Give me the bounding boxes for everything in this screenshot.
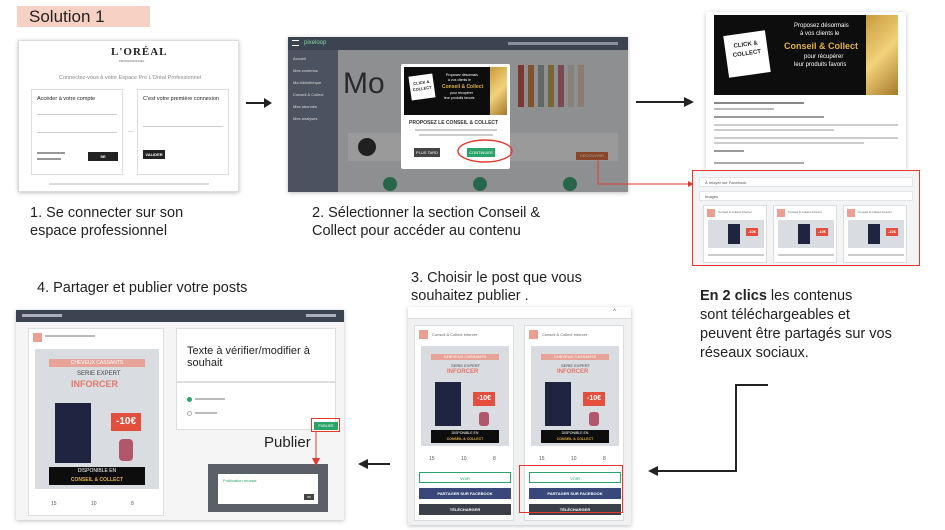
- view-button[interactable]: VOIR: [529, 472, 621, 483]
- post-card[interactable]: Conseil & Collect Inforcer CHEVEUX CASSA…: [524, 325, 624, 521]
- footer-text: [49, 183, 209, 185]
- login-title: Accéder à votre compte: [37, 96, 96, 102]
- post-avatar: [419, 330, 428, 339]
- download-card[interactable]: Conseil & Collect Inforcer -10€: [703, 205, 767, 263]
- welcome-text: Connectez-vous à votre Espace Pro L'Oréa…: [59, 75, 201, 81]
- caption-text: Texte à vérifier/modifier à souhait: [187, 345, 310, 369]
- register-link[interactable]: [37, 158, 61, 160]
- topbar: [16, 310, 344, 322]
- loreal-logo: L'ORÉAL: [111, 46, 168, 58]
- sidebar-item[interactable]: Ma bibliothèque: [293, 80, 322, 85]
- click-collect-sticker: CLICK & COLLECT: [723, 30, 771, 78]
- first-title: C'est votre première connexion: [143, 96, 219, 102]
- ok-button[interactable]: OK: [304, 494, 314, 500]
- caption-step2: 2. Sélectionner la section Conseil & Col…: [312, 205, 541, 239]
- sidebar-item[interactable]: Accueil: [293, 56, 306, 61]
- code-field[interactable]: [143, 120, 223, 127]
- login-screenshot: L'ORÉAL PROFESSIONNEL Connectez-vous à v…: [18, 40, 239, 192]
- app-logo: pixeloop: [304, 40, 327, 46]
- menu-icon[interactable]: [292, 40, 299, 46]
- sidebar-item[interactable]: Mes contenus: [293, 68, 318, 73]
- highlight-box: [519, 465, 623, 513]
- publish-options: [176, 382, 336, 430]
- highlight-box: [311, 418, 340, 432]
- publier-label: Publier: [264, 434, 311, 451]
- red-connector: [597, 160, 694, 187]
- two-clicks-text: En 2 clics les contenus sont téléchargea…: [700, 288, 892, 361]
- sidebar: Accueil Mes contenus Ma bibliothèque Con…: [288, 50, 338, 192]
- continue-button[interactable]: CONTINUER: [467, 148, 495, 157]
- caption-step4: 4. Partager et publier votre posts: [37, 280, 248, 296]
- validate-button[interactable]: VALIDER: [143, 150, 165, 159]
- later-button[interactable]: PLUS TARD: [414, 148, 440, 157]
- images-section-header[interactable]: Images: [699, 191, 913, 201]
- caption-step1: 1. Se connecter sur son espace professio…: [30, 205, 184, 239]
- post-avatar: [529, 330, 538, 339]
- article-screenshot: CLICK & COLLECT Proposez désormais à vos…: [706, 12, 906, 170]
- success-overlay: Publication réussie OK: [208, 464, 328, 512]
- facebook-section-header[interactable]: À relayer sur Facebook: [699, 177, 913, 187]
- click-collect-sticker: CLICK & COLLECT: [408, 73, 436, 101]
- elbow-arrow-icon: [648, 384, 768, 476]
- download-button[interactable]: TÉLÉCHARGER: [419, 504, 511, 515]
- sidebar-item[interactable]: Mes abonnés: [293, 104, 318, 109]
- download-card[interactable]: Conseil & Collect Inforcer -10€: [843, 205, 907, 263]
- highlight-ellipse: [457, 139, 513, 163]
- share-facebook-button[interactable]: PARTAGER SUR FACEBOOK: [419, 488, 511, 499]
- red-arrow-down-icon: [312, 432, 320, 466]
- caption-step3: 3. Choisir le post que vous souhaitez pu…: [411, 270, 582, 304]
- choose-post-screenshot: ^ Conseil & Collect Inforcer CHEVEUX CAS…: [408, 307, 631, 525]
- forgot-link[interactable]: [37, 152, 65, 154]
- login-button[interactable]: SE CONNECTER: [88, 152, 118, 168]
- arrow-right-icon: [636, 97, 694, 107]
- publish-screenshot: CHEVEUX CASSANTS SERIE EXPERT INFORCER -…: [16, 310, 344, 520]
- radio-option[interactable]: [187, 397, 192, 402]
- login-panel: Accéder à votre compte SE CONNECTER: [31, 89, 123, 175]
- post-card[interactable]: Conseil & Collect Inforcer CHEVEUX CASSA…: [414, 325, 514, 521]
- conseil-collect-modal: CLICK & COLLECT Proposez désormais à vos…: [401, 64, 510, 169]
- downloads-panel: À relayer sur Facebook Images Conseil & …: [692, 170, 920, 266]
- share-facebook-button[interactable]: PARTAGER SUR FACEBOOK: [529, 488, 621, 499]
- view-button[interactable]: VOIR: [419, 472, 511, 483]
- chevron-up-icon[interactable]: ^: [613, 309, 616, 315]
- discover-button[interactable]: DECOUVRIR: [576, 152, 608, 160]
- article-promo-banner: CLICK & COLLECT Proposez désormais à vos…: [714, 15, 898, 95]
- download-button[interactable]: TÉLÉCHARGER: [529, 504, 621, 515]
- page-title-badge: Solution 1: [17, 6, 150, 27]
- arrow-left-icon: [358, 459, 390, 469]
- page-title: Solution 1: [29, 7, 105, 26]
- success-dialog: Publication réussie OK: [218, 474, 318, 504]
- radio-option[interactable]: [187, 411, 192, 416]
- topbar: pixeloop: [288, 37, 628, 50]
- arrow-right-icon: [246, 98, 272, 108]
- post-image: CHEVEUX CASSANTS SERIE EXPERT INFORCER -…: [421, 346, 509, 446]
- post-image: CHEVEUX CASSANTS SERIE EXPERT INFORCER -…: [531, 346, 619, 446]
- sidebar-item[interactable]: Mes analyses: [293, 116, 318, 121]
- hero-text: Mo: [343, 67, 385, 100]
- email-field[interactable]: [37, 108, 117, 115]
- publish-button[interactable]: PUBLIER: [314, 422, 338, 430]
- user-menu[interactable]: [508, 42, 618, 45]
- avatar: [358, 138, 376, 156]
- or-separator: —: [128, 129, 133, 135]
- modal-title: PROPOSEZ LE CONSEIL & COLLECT: [409, 120, 499, 126]
- first-connection-panel: C'est votre première connexion VALIDER: [137, 89, 229, 175]
- post-image: CHEVEUX CASSANTS SERIE EXPERT INFORCER -…: [35, 349, 159, 489]
- post-preview: CHEVEUX CASSANTS SERIE EXPERT INFORCER -…: [28, 328, 164, 516]
- sidebar-item[interactable]: Conseil & Collect: [293, 92, 324, 97]
- caption-editor[interactable]: Texte à vérifier/modifier à souhait: [176, 328, 336, 382]
- password-field[interactable]: [37, 126, 117, 133]
- download-card[interactable]: Conseil & Collect Inforcer -10€: [773, 205, 837, 263]
- loreal-logo-sub: PROFESSIONNEL: [119, 59, 145, 63]
- modal-promo-banner: CLICK & COLLECT Proposez désormais à vos…: [404, 67, 507, 115]
